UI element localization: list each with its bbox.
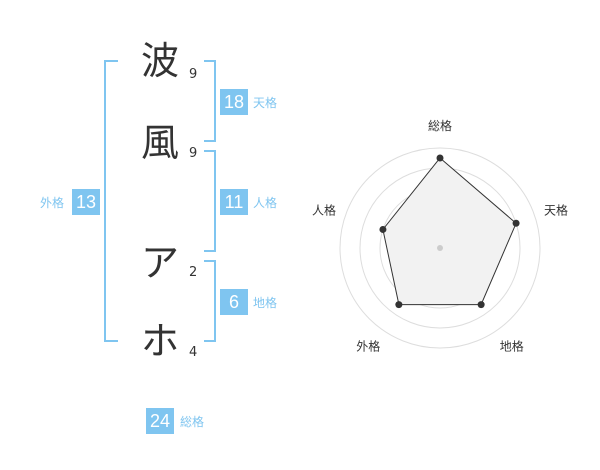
radar-point-1 [436, 154, 444, 162]
radar-ring-4 [359, 167, 521, 329]
chikaku-value: 6 [220, 289, 248, 315]
radar-point-5 [379, 225, 387, 233]
gaikaku-bracket [104, 60, 118, 342]
radar-axis-label-5: 人格 [312, 202, 336, 217]
radar-ring-3 [379, 187, 501, 309]
radar-point-2 [512, 219, 520, 227]
radar-axis-label-4: 外格 [356, 339, 380, 354]
stroke-count-4: 4 [189, 345, 198, 360]
radar-ring-2 [399, 207, 481, 289]
radar-axis-label-3: 地格 [500, 339, 524, 354]
radar-ring-5 [339, 147, 541, 349]
chikaku-bracket [204, 260, 216, 342]
tenkaku-bracket [204, 60, 216, 142]
tenkaku-value: 18 [220, 89, 248, 115]
radar-point-4 [395, 301, 403, 309]
radar-center [437, 245, 443, 251]
name-char-2: 風 [140, 121, 179, 165]
soukaku-label: 総格 [180, 415, 205, 429]
stroke-count-2: 9 [189, 146, 198, 161]
name-char-1: 波 [140, 39, 179, 83]
radar-axis-label-1: 総格 [428, 118, 452, 133]
jinkaku-bracket [204, 150, 216, 252]
radar-series-area [382, 157, 517, 306]
jinkaku-label: 人格 [253, 196, 278, 210]
radar-axis-label-2: 天格 [544, 202, 568, 217]
tenkaku-label: 天格 [253, 96, 278, 110]
name-char-3: ア [140, 241, 179, 285]
radar-ring-1 [419, 227, 461, 269]
gaikaku-value: 13 [72, 189, 100, 215]
chikaku-label: 地格 [253, 296, 278, 310]
radar-point-3 [477, 301, 485, 309]
stroke-count-3: 2 [189, 265, 198, 280]
stroke-count-1: 9 [189, 67, 198, 82]
jinkaku-value: 11 [220, 189, 248, 215]
name-char-4: ホ [140, 319, 179, 363]
soukaku-value: 24 [146, 408, 174, 434]
gaikaku-label: 外格 [40, 196, 65, 210]
